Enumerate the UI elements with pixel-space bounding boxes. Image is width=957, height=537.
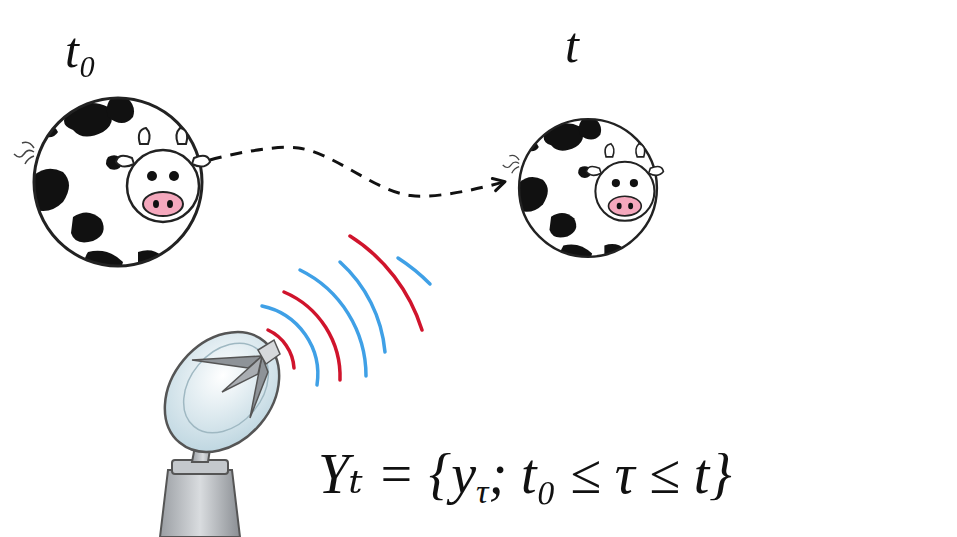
formula-text: ; t₀ ≤ τ ≤ t} <box>488 443 731 505</box>
radar-dish <box>141 309 302 537</box>
cow-figure <box>14 92 210 278</box>
motion-arrow <box>210 147 505 196</box>
subscript: τ <box>476 472 488 511</box>
formula: Yₜ = {yτ; t₀ ≤ τ ≤ t} <box>318 442 732 506</box>
radio-waves <box>262 236 430 385</box>
cow-node: t₀ <box>30 20 210 270</box>
time-label: t <box>565 15 579 75</box>
time-label: t₀ <box>65 20 96 80</box>
cow-node: t <box>505 15 670 260</box>
formula-text: Yₜ = {y <box>318 443 476 505</box>
cow-figure <box>503 114 664 267</box>
dashed-path <box>210 147 505 196</box>
arrow-head <box>492 179 505 191</box>
